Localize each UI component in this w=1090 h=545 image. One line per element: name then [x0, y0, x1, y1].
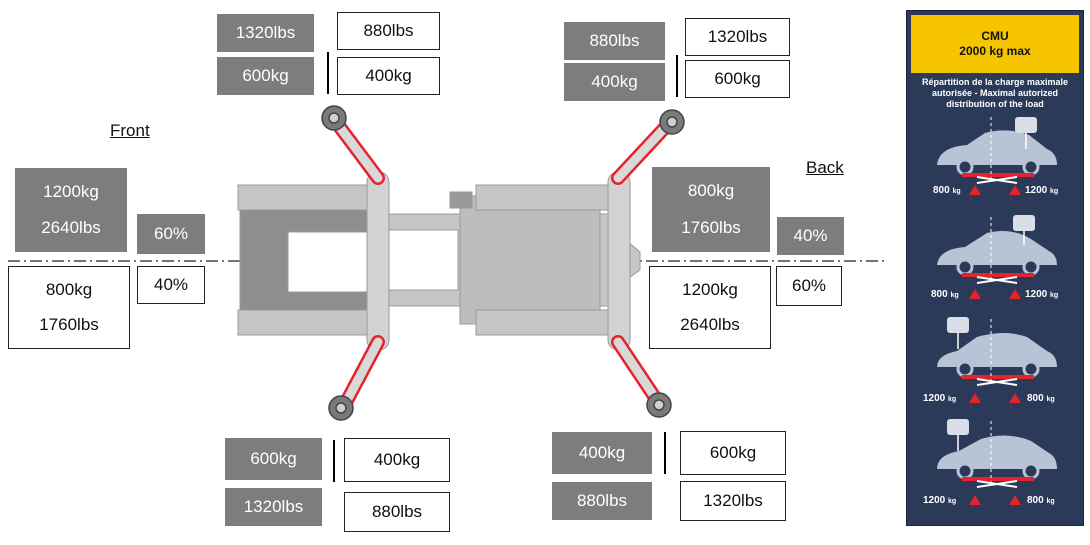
- lift-diagram: [8, 105, 888, 421]
- back-label: Back: [806, 158, 844, 177]
- load-bottom-right-kg-alt: 600kg: [680, 431, 786, 475]
- front-lower-lbs: 1760lbs: [39, 314, 99, 334]
- scenario-4-right-load: 800 kg: [1027, 495, 1055, 506]
- load-top-left-kg: 600kg: [217, 57, 314, 95]
- load-bottom-left-kg: 600kg: [225, 438, 322, 480]
- engine-icon: [1015, 117, 1037, 133]
- load-top-right-kg-alt: 600kg: [685, 60, 790, 98]
- divider-bottom-right: [664, 432, 666, 474]
- warning-triangle-icon: [1009, 393, 1021, 403]
- warning-triangle-icon: [969, 393, 981, 403]
- car-lift-icon: [937, 215, 1057, 284]
- load-bottom-right-lbs-alt: 1320lbs: [680, 481, 786, 521]
- scenario-1-right-load: 1200 kg: [1025, 185, 1059, 196]
- engine-icon: [947, 419, 969, 435]
- warning-triangle-icon: [969, 495, 981, 505]
- panel-title: CMU: [981, 29, 1009, 43]
- back-upper-kg: 800kg: [687, 181, 735, 201]
- front-upper-kg: 1200kg: [43, 182, 99, 201]
- load-top-left-lbs-alt: 880lbs: [337, 12, 440, 50]
- load-bottom-right-kg: 400kg: [552, 432, 652, 474]
- car-lift-icon: [937, 419, 1057, 488]
- scenario-4-left-load: 1200 kg: [923, 495, 957, 506]
- front-lower-kg: 800kg: [45, 280, 93, 300]
- scenario-2: 800 kg 1200 kg: [907, 215, 1083, 315]
- back-upper-percent: 40%: [777, 217, 844, 255]
- warning-triangle-icon: [1009, 495, 1021, 505]
- load-bottom-left-lbs: 1320lbs: [225, 488, 322, 526]
- panel-capacity: 2000 kg max: [959, 44, 1031, 58]
- scenario-4: 1200 kg 800 kg: [907, 419, 1083, 519]
- warning-triangle-icon: [969, 289, 981, 299]
- divider-top-left: [327, 52, 329, 94]
- engine-icon: [1013, 215, 1035, 231]
- back-lower-load: 1200kg 2640lbs: [649, 266, 771, 349]
- engine-icon: [947, 317, 969, 333]
- back-lower-percent: 60%: [776, 266, 842, 306]
- scenario-1: 800 kg 1200 kg: [907, 115, 1083, 215]
- lift-pads: [321, 105, 685, 421]
- warning-triangle-icon: [1009, 185, 1021, 195]
- load-top-left-lbs: 1320lbs: [217, 14, 314, 52]
- divider-top-right: [676, 55, 678, 97]
- warning-triangle-icon: [969, 185, 981, 195]
- front-lower-load: 800kg 1760lbs: [8, 266, 130, 349]
- divider-bottom-left: [333, 440, 335, 482]
- car-lift-icon: [937, 117, 1057, 184]
- lift-frame: [237, 171, 641, 351]
- scenario-3: 1200 kg 800 kg: [907, 317, 1083, 417]
- back-lower-kg: 1200kg: [682, 280, 738, 300]
- front-label: Front: [110, 121, 150, 140]
- warning-triangle-icon: [1009, 289, 1021, 299]
- load-top-right-kg: 400kg: [564, 63, 665, 101]
- front-upper-lbs: 2640lbs: [41, 218, 101, 237]
- scenario-2-right-load: 1200 kg: [1025, 289, 1059, 300]
- back-lower-lbs: 2640lbs: [680, 314, 740, 334]
- load-top-right-lbs-alt: 1320lbs: [685, 18, 790, 56]
- load-bottom-left-lbs-alt: 880lbs: [344, 492, 450, 532]
- load-top-left-kg-alt: 400kg: [337, 57, 440, 95]
- front-upper-load: 1200kg 2640lbs: [15, 168, 127, 252]
- scenario-1-left-load: 800 kg: [933, 185, 961, 196]
- car-lift-icon: [937, 317, 1057, 386]
- load-bottom-left-kg-alt: 400kg: [344, 438, 450, 482]
- scenario-3-left-load: 1200 kg: [923, 393, 957, 404]
- scenario-2-left-load: 800 kg: [931, 289, 959, 300]
- scenario-3-right-load: 800 kg: [1027, 393, 1055, 404]
- load-distribution-panel: CMU 2000 kg max Répartition de la charge…: [906, 10, 1084, 526]
- panel-header: CMU 2000 kg max: [911, 15, 1079, 73]
- load-top-right-lbs: 880lbs: [564, 22, 665, 60]
- back-upper-lbs: 1760lbs: [681, 217, 741, 237]
- back-upper-load: 800kg 1760lbs: [652, 167, 770, 252]
- panel-description: Répartition de la charge maximale autori…: [921, 77, 1069, 109]
- load-bottom-right-lbs: 880lbs: [552, 482, 652, 520]
- front-lower-percent: 40%: [137, 266, 205, 304]
- front-upper-percent: 60%: [137, 214, 205, 254]
